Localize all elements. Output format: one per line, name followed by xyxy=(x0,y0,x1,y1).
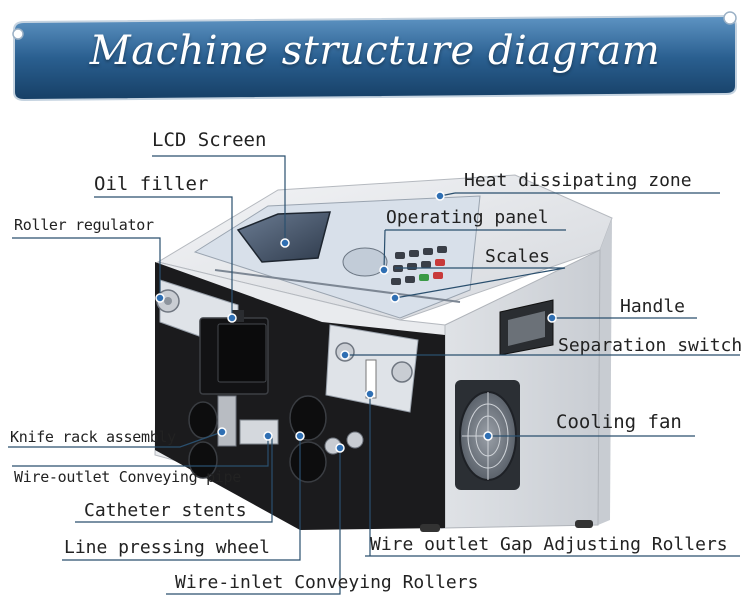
label-roller-regulator: Roller regulator xyxy=(14,216,154,234)
label-handle: Handle xyxy=(620,296,686,317)
label-scales: Scales xyxy=(485,246,551,267)
label-wire-inlet-conveying-rollers: Wire-inlet Conveying Rollers xyxy=(175,572,479,593)
marker-dots xyxy=(155,191,557,453)
label-cooling-fan: Cooling fan xyxy=(556,411,682,433)
scale-strip xyxy=(214,269,461,303)
label-wire-outlet-conveying-pipe: Wire-outlet Conveying pipe xyxy=(14,468,242,486)
leader-lines xyxy=(8,155,740,595)
label-heat-dissipating-zone: Heat dissipating zone xyxy=(464,170,692,191)
nav-button-ring xyxy=(342,247,388,277)
label-wire-outlet-gap-adjusting-rollers: Wire outlet Gap Adjusting Rollers xyxy=(370,534,728,555)
label-catheter-stents: Catheter stents xyxy=(84,500,247,521)
label-oil-filler: Oil filler xyxy=(94,173,209,195)
label-separation-switch: Separation switch xyxy=(558,335,743,356)
scroll-curl-left xyxy=(12,28,24,40)
lcd-display xyxy=(236,211,331,263)
conveying-pipe xyxy=(239,419,279,445)
label-lcd-screen: LCD Screen xyxy=(152,129,267,151)
label-knife-rack-assembly: Knife rack assembly xyxy=(10,428,176,446)
rollers xyxy=(188,395,364,483)
machine-body xyxy=(154,174,613,532)
diagram-title: Machine structure diagram xyxy=(89,28,661,74)
scroll-curl-right xyxy=(723,11,737,25)
label-line-pressing-wheel: Line pressing wheel xyxy=(64,537,270,558)
title-banner xyxy=(12,11,737,102)
label-operating-panel: Operating panel xyxy=(386,207,549,228)
